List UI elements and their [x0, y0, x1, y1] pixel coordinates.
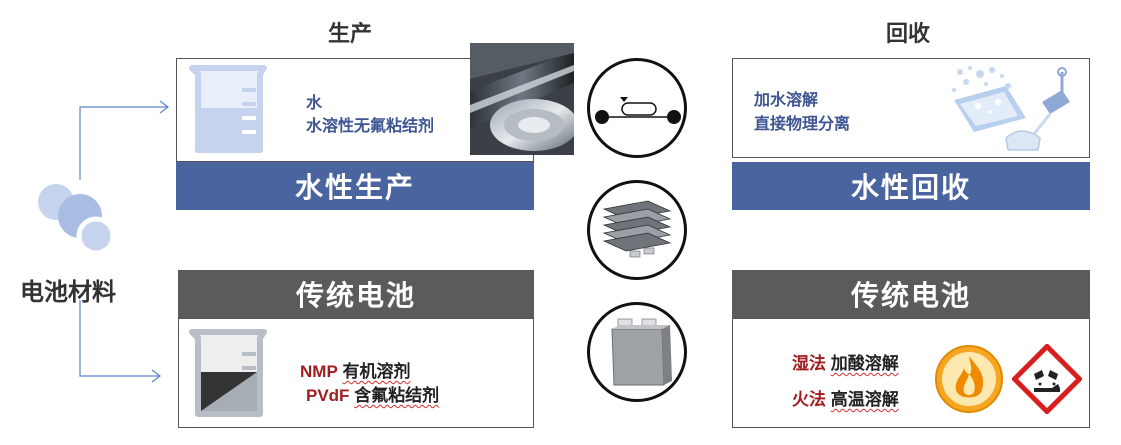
fluorine-binder-label: 含氟粘结剂 — [354, 386, 440, 405]
materials-circles-icon — [38, 184, 116, 256]
connector-arrows — [79, 100, 169, 383]
water-production-line2: 水溶性无氟粘结剂 — [306, 118, 435, 135]
organic-solvent-label: 有机溶剂 — [342, 362, 411, 381]
nmp-label: NMP — [300, 362, 338, 381]
beaker-water-icon — [189, 65, 267, 153]
recycling-heading: 回收 — [886, 21, 931, 46]
wet-process-row: 湿法 加酸溶解 — [792, 349, 899, 374]
water-production-line1: 水 — [306, 95, 323, 112]
water-recycling-line2: 直接物理分离 — [754, 116, 851, 133]
dissolving-particles-icon — [952, 66, 1070, 151]
high-temp-dissolve-label: 高温溶解 — [830, 390, 899, 409]
coating-process-icon — [595, 97, 681, 124]
pouch-cell-icon — [611, 318, 672, 386]
traditional-production-band: 传统电池 — [178, 270, 534, 318]
pvdf-row: PVdF 含氟粘结剂 — [306, 381, 439, 406]
flame-hazard-icon — [935, 345, 1003, 413]
water-recycling-line1: 加水溶解 — [754, 92, 819, 109]
traditional-recycling-band: 传统电池 — [732, 270, 1090, 318]
nmp-row: NMP 有机溶剂 — [300, 357, 411, 382]
beaker-solvent-icon — [189, 329, 267, 417]
corrosive-hazard-icon — [1012, 344, 1082, 414]
battery-materials-label: 电池材料 — [20, 279, 116, 306]
wet-process-label: 湿法 — [792, 354, 826, 373]
fire-process-row: 火法 高温溶解 — [792, 385, 899, 410]
production-heading: 生产 — [328, 21, 373, 46]
acid-dissolve-label: 加酸溶解 — [830, 354, 899, 373]
fire-process-label: 火法 — [792, 390, 826, 409]
water-production-band: 水性生产 — [176, 162, 534, 210]
electrode-stack-icon — [602, 200, 672, 258]
roll-coating-photo — [470, 43, 574, 155]
pvdf-label: PVdF — [306, 386, 350, 405]
water-recycling-band: 水性回收 — [732, 162, 1090, 210]
